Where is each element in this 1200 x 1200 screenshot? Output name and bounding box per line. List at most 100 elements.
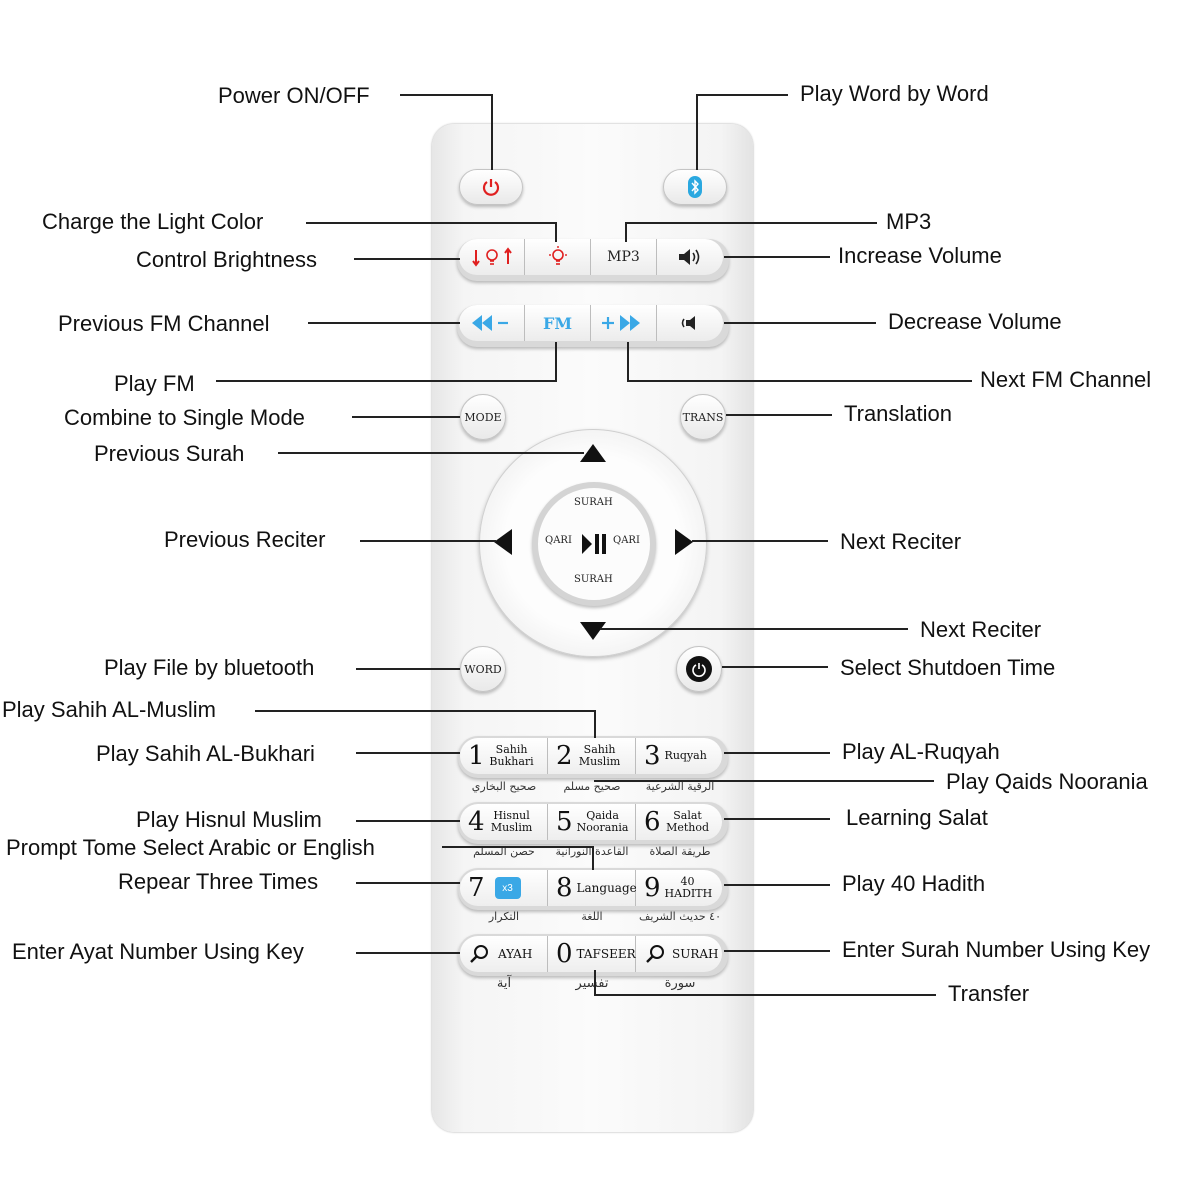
arrow-left-icon <box>494 529 512 555</box>
previous-surah-button[interactable] <box>578 442 608 464</box>
label-ruqyah: Play AL-Ruqyah <box>842 739 1000 764</box>
leader-line <box>724 818 830 820</box>
leader-line <box>278 452 584 454</box>
qari-left-label: QARI <box>545 535 572 546</box>
label-surah-number: Enter Surah Number Using Key <box>842 937 1151 962</box>
label-volume-down: Decrease Volume <box>888 309 1062 334</box>
fm-button[interactable]: FM <box>525 305 591 341</box>
key-text: SURAH <box>672 947 719 961</box>
mode-button[interactable]: MODE <box>460 394 506 440</box>
key-3-arabic: الرقية الشرعية <box>645 780 715 793</box>
key-number: 3 <box>644 741 661 771</box>
volume-up-button[interactable] <box>657 239 723 275</box>
key-number: 2 <box>556 741 573 771</box>
label-bluetooth-file: Play File by bluetooth <box>104 655 315 680</box>
search-icon <box>470 945 488 963</box>
leader-line <box>696 94 698 170</box>
leader-line <box>696 94 788 96</box>
label-mode: Combine to Single Mode <box>64 405 305 430</box>
mp3-button[interactable]: MP3 <box>591 239 657 275</box>
key-number: 7 <box>468 873 485 903</box>
trans-button[interactable]: TRANS <box>680 394 726 440</box>
label-muslim: Play Sahih AL-Muslim <box>2 697 216 722</box>
leader-line <box>306 222 556 224</box>
volume-down-button[interactable] <box>657 305 723 341</box>
qari-right-label: QARI <box>613 535 640 546</box>
leader-line <box>356 820 460 822</box>
light-color-button[interactable] <box>525 239 591 275</box>
rewind-minus-icon <box>471 315 508 331</box>
bluetooth-icon <box>688 176 702 198</box>
key-5-arabic: القاعدة النورانية <box>555 845 629 858</box>
label-hadith: Play 40 Hadith <box>842 871 986 896</box>
key-text: Qaida Noorania <box>576 809 629 834</box>
key-text: Sahih Muslim <box>578 743 621 768</box>
label-shutdown: Select Shutdoen Time <box>840 655 1056 680</box>
label-next-reciter-2: Next Reciter <box>920 617 1042 642</box>
leader-line <box>356 752 460 754</box>
key-text: Language <box>576 881 637 895</box>
leader-line <box>627 380 972 382</box>
word-button[interactable]: WORD <box>460 646 506 692</box>
play-pause-button[interactable] <box>532 482 656 606</box>
leader-line <box>255 710 595 712</box>
key-7-repeat[interactable]: 7 x3 <box>460 870 548 906</box>
label-repeat: Repear Three Times <box>118 869 319 894</box>
next-surah-button[interactable] <box>578 620 608 642</box>
leader-line <box>216 380 557 382</box>
key-text: TAFSEER <box>576 947 636 961</box>
brightness-icon <box>471 247 512 267</box>
brightness-button[interactable] <box>459 239 525 275</box>
key-text: Hisnul Muslim <box>490 809 533 834</box>
leader-line <box>600 628 908 630</box>
play-pause-icon <box>582 534 606 554</box>
key-number: 4 <box>468 807 485 837</box>
power-button[interactable] <box>459 169 523 205</box>
key-number: 9 <box>644 873 661 903</box>
leader-line <box>722 666 828 668</box>
label-transfer: Transfer <box>948 981 1030 1006</box>
row2-button-group: FM <box>457 305 729 347</box>
mp3-label: MP3 <box>607 249 640 265</box>
next-fm-button[interactable] <box>591 305 657 341</box>
timer-icon <box>686 656 712 682</box>
leader-line <box>594 710 596 738</box>
key-4-arabic: حصن المسلم <box>473 845 535 858</box>
key-ayah-arabic: آية <box>496 976 512 991</box>
key-ayah[interactable]: AYAH <box>460 936 548 972</box>
volume-up-icon <box>679 249 700 265</box>
bluetooth-button[interactable] <box>663 169 727 205</box>
plus-forward-icon <box>601 315 640 331</box>
leader-line <box>724 884 830 886</box>
label-word-by-word: Play Word by Word <box>800 81 989 106</box>
search-icon <box>646 945 664 963</box>
leader-line <box>356 952 460 954</box>
key-text: Salat Method <box>666 809 710 834</box>
key-9-arabic: ٤٠ حديث الشريف <box>639 910 721 923</box>
shutdown-timer-button[interactable] <box>676 646 722 692</box>
previous-fm-button[interactable] <box>459 305 525 341</box>
previous-reciter-button[interactable] <box>492 527 514 557</box>
label-noorania: Play Qaids Noorania <box>946 769 1148 794</box>
fm-label: FM <box>542 313 573 333</box>
arrow-right-icon <box>675 529 693 555</box>
key-text: AYAH <box>498 947 533 961</box>
label-previous-surah: Previous Surah <box>94 441 245 466</box>
leader-line <box>625 222 877 224</box>
label-previous-fm: Previous FM Channel <box>58 311 270 336</box>
key-surah[interactable]: SURAH <box>636 936 722 972</box>
next-reciter-button[interactable] <box>673 527 695 557</box>
label-next-fm: Next FM Channel <box>980 367 1152 392</box>
label-volume-up: Increase Volume <box>838 243 1002 268</box>
